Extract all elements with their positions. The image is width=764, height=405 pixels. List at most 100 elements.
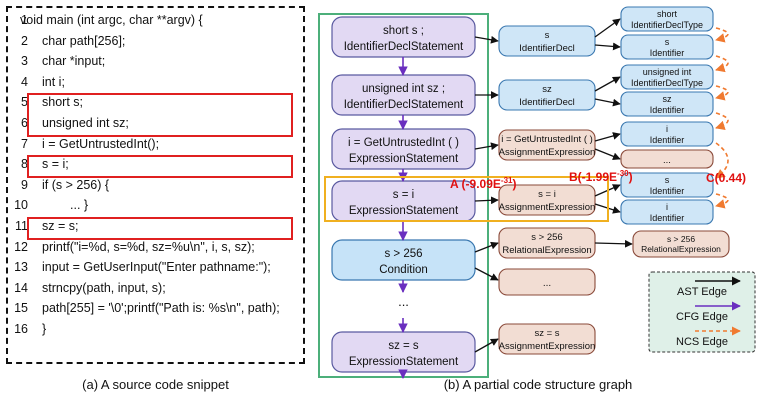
node-type: Identifier (650, 105, 685, 115)
ncs-edge (715, 55, 729, 73)
code-line: i = GetUntrustedInt(); (42, 136, 160, 151)
highlight-box-lines-5-6 (27, 93, 293, 137)
code-line: unsigned int sz; (42, 116, 129, 130)
ast-leaf-node (620, 199, 714, 225)
node-code: sz = s (534, 328, 559, 339)
line-number: 10 (14, 198, 28, 213)
code-line: } (42, 322, 47, 336)
ncs-edge (715, 142, 729, 179)
ast-edge (474, 338, 499, 353)
node-code: i (666, 124, 668, 134)
statement-type: ExpressionStatement (349, 205, 459, 217)
line-number: 16 (14, 322, 28, 336)
ast-child-node (498, 268, 596, 296)
ast-leaf-node (620, 121, 714, 147)
ast-leaf-node (620, 172, 714, 198)
ast-leaf-node (620, 34, 714, 60)
node-code: s (545, 30, 550, 41)
highlight-box-line-8 (27, 155, 293, 178)
ast-edge (474, 267, 499, 281)
line-number: 11 (15, 219, 28, 233)
ast-edge (594, 148, 621, 161)
node-code: s > 256 (667, 234, 695, 244)
ast-child-node (498, 323, 596, 355)
ast-leaf-node (620, 64, 714, 90)
code-line: ... } (70, 198, 89, 213)
ast-edge (594, 132, 621, 142)
line-number: 5 (21, 95, 28, 110)
statement-code: s = i (393, 189, 414, 201)
ast-edge (594, 18, 621, 38)
node-type: AssignmentExpression (499, 202, 596, 213)
line-number: 7 (21, 136, 28, 151)
node-code: sz (542, 84, 552, 95)
node-type: Identifier (650, 186, 685, 196)
score-b: B(-1.99E-30) (569, 169, 633, 184)
ast-edge (594, 239, 633, 248)
line-number: 15 (14, 301, 28, 316)
node-type: IdentifierDecl (519, 43, 574, 54)
line-number: 6 (21, 116, 28, 130)
relational-child-node (632, 230, 730, 258)
cfg-ellipsis: ... (398, 294, 409, 309)
legend-ncs-label: NCS Edge (676, 336, 728, 348)
node-type: Identifier (650, 213, 685, 223)
line-number: 3 (21, 54, 28, 69)
code-line: s = i; (42, 157, 69, 172)
statement-code: s > 256 (384, 248, 422, 260)
caption-code-structure-graph: (b) A partial code structure graph (443, 377, 633, 392)
statement-code: short s ; (383, 25, 424, 37)
ast-edge (474, 142, 499, 151)
ncs-edge (715, 112, 729, 131)
ast-child-node (498, 25, 596, 57)
ast-child-node (498, 129, 596, 161)
statement-type: ExpressionStatement (349, 356, 459, 368)
line-number: 13 (14, 260, 28, 275)
node-code: unsigned int (643, 67, 692, 77)
ast-edge (474, 35, 499, 44)
node-type: Identifier (650, 135, 685, 145)
statement-code: unsigned int sz ; (362, 83, 445, 95)
statement-code: sz = s (388, 340, 419, 352)
ast-leaf-node (620, 6, 714, 32)
code-line: printf("i=%d, s=%d, sz=%u\n", i, s, sz); (42, 239, 255, 254)
code-line: input = GetUserInput("Enter pathname:"); (42, 260, 271, 275)
score-c: C(0.44) (706, 171, 746, 185)
node-code: s (665, 37, 670, 47)
code-line: int i; (42, 74, 65, 89)
node-type: IdentifierDeclType (631, 78, 703, 88)
ast-child-node (498, 184, 596, 216)
statement-type: Condition (379, 264, 428, 276)
node-type: AssignmentExpression (499, 341, 596, 352)
ast-edge (474, 241, 499, 253)
node-code: sz (663, 94, 673, 104)
line-number: 2 (21, 33, 28, 48)
ast-edge (594, 76, 621, 92)
score-a: A (-9.09E-31) (450, 176, 516, 191)
ncs-edge (715, 85, 729, 101)
node-code: s > 256 (531, 232, 562, 243)
node-type: IdentifierDecl (519, 97, 574, 108)
node-code: i = GetUntrustedInt ( ) (501, 134, 593, 145)
node-type: AssignmentExpression (499, 147, 596, 158)
node-type: RelationalExpression (641, 244, 721, 254)
code-line: void main (int argc, char **argv) { (20, 13, 203, 27)
node-code: s = i (538, 189, 556, 200)
ast-leaf-node (620, 149, 714, 169)
ast-edge (594, 42, 621, 51)
highlight-box-line-11 (27, 217, 293, 240)
ncs-edge (715, 27, 729, 43)
ast-edge (474, 196, 499, 205)
statement-type: ExpressionStatement (349, 153, 459, 165)
statement-type: IdentifierDeclStatement (344, 99, 464, 111)
node-code: ... (663, 155, 671, 166)
node-type: Identifier (650, 48, 685, 58)
line-number: 14 (14, 280, 28, 295)
caption-source-code: (a) A source code snippet (82, 377, 229, 392)
node-type: IdentifierDeclType (631, 20, 703, 30)
node-code: s (665, 175, 670, 185)
node-type: RelationalExpression (502, 245, 591, 256)
ast-edge (594, 98, 621, 107)
legend-box (648, 271, 756, 353)
